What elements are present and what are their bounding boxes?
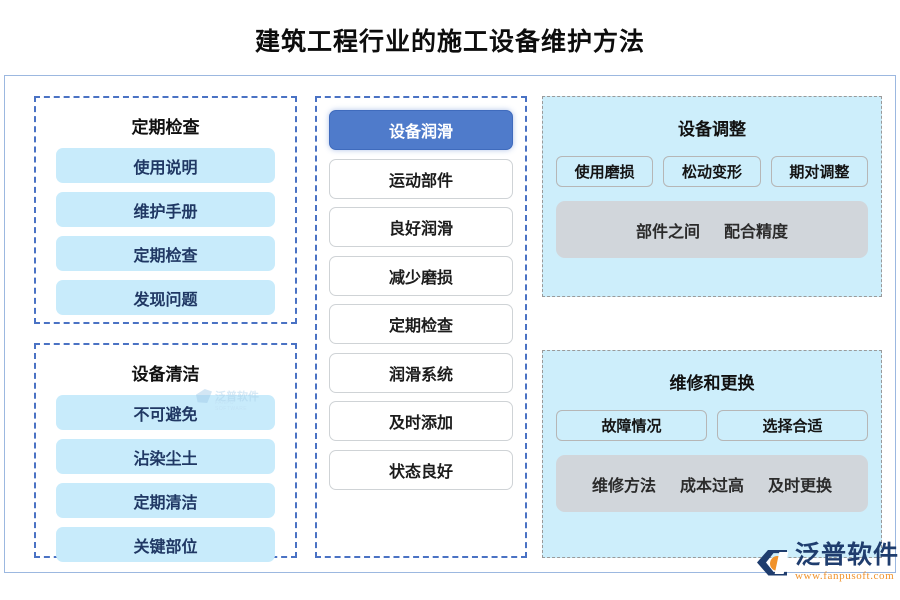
grey-box-item: 维修方法 bbox=[591, 477, 656, 495]
section-periodic-inspection: 定期检查 使用说明 维护手册 定期检查 发现问题 bbox=[34, 96, 297, 324]
grey-box-item: 及时更换 bbox=[768, 477, 833, 495]
section-equipment-cleaning: 设备清洁 不可避免 沾染尘土 定期清洁 关键部位 bbox=[34, 343, 297, 562]
section-repair-and-replace: 维修和更换 故障情况 选择合适 维修方法 成本过高 及时更换 bbox=[542, 350, 882, 558]
grey-box-item: 部件之间 bbox=[635, 223, 700, 241]
list-item[interactable]: 维护手册 bbox=[56, 192, 275, 227]
grey-box-item: 配合精度 bbox=[724, 223, 789, 241]
list-item[interactable]: 运动部件 bbox=[329, 158, 513, 199]
chip-item[interactable]: 松动变形 bbox=[663, 156, 761, 187]
section-equipment-adjustment: 设备调整 使用磨损 松动变形 期对调整 部件之间 配合精度 bbox=[542, 96, 882, 297]
list-item[interactable]: 定期检查 bbox=[329, 304, 513, 344]
list-item[interactable]: 良好润滑 bbox=[329, 207, 513, 247]
chip-row: 使用磨损 松动变形 期对调整 bbox=[543, 140, 881, 187]
list-item[interactable]: 减少磨损 bbox=[329, 255, 513, 296]
list-item[interactable]: 定期清洁 bbox=[56, 483, 275, 518]
pill-list: 使用说明 维护手册 定期检查 发现问题 bbox=[36, 138, 295, 315]
chip-item[interactable]: 使用磨损 bbox=[556, 156, 654, 187]
chip-item[interactable]: 故障情况 bbox=[556, 410, 707, 441]
section-title: 设备调整 bbox=[678, 120, 746, 139]
list-item-active[interactable]: 设备润滑 bbox=[329, 110, 513, 150]
logo-url: www.fanpusoft.com bbox=[795, 570, 895, 582]
logo-cut-shape bbox=[774, 551, 789, 574]
list-item[interactable]: 沾染尘土 bbox=[56, 439, 275, 474]
middle-column: 设备润滑 运动部件 良好润滑 减少磨损 定期检查 润滑系统 及时添加 状态良好 bbox=[315, 96, 527, 558]
section-title: 维修和更换 bbox=[669, 374, 755, 393]
grey-box-item: 成本过高 bbox=[679, 477, 744, 495]
list-item[interactable]: 润滑系统 bbox=[329, 352, 513, 393]
list-item[interactable]: 及时添加 bbox=[329, 401, 513, 441]
chip-item[interactable]: 选择合适 bbox=[717, 410, 868, 441]
chip-row: 故障情况 选择合适 bbox=[543, 394, 881, 441]
list-item[interactable]: 不可避免 bbox=[56, 395, 275, 430]
section-title: 设备清洁 bbox=[131, 365, 200, 384]
fanpu-logo-icon bbox=[757, 548, 791, 578]
grey-info-box: 部件之间 配合精度 bbox=[556, 201, 868, 258]
brand-logo: 泛普软件 www.fanpusoft.com bbox=[757, 543, 899, 582]
lubrication-step-list: 设备润滑 运动部件 良好润滑 减少磨损 定期检查 润滑系统 及时添加 状态良好 bbox=[329, 110, 513, 490]
list-item[interactable]: 使用说明 bbox=[56, 148, 275, 183]
list-item[interactable]: 状态良好 bbox=[329, 449, 513, 490]
list-item[interactable]: 发现问题 bbox=[56, 280, 275, 315]
chip-item[interactable]: 期对调整 bbox=[770, 156, 868, 187]
grey-info-box: 维修方法 成本过高 及时更换 bbox=[556, 455, 868, 512]
list-item[interactable]: 定期检查 bbox=[56, 236, 275, 271]
logo-text-block: 泛普软件 www.fanpusoft.com bbox=[795, 541, 900, 583]
list-item[interactable]: 关键部位 bbox=[56, 527, 275, 562]
pill-list: 不可避免 沾染尘土 定期清洁 关键部位 bbox=[36, 385, 295, 562]
section-title: 定期检查 bbox=[131, 118, 200, 137]
logo-company-name: 泛普软件 bbox=[795, 541, 900, 569]
page-title: 建筑工程行业的施工设备维护方法 bbox=[254, 28, 645, 56]
